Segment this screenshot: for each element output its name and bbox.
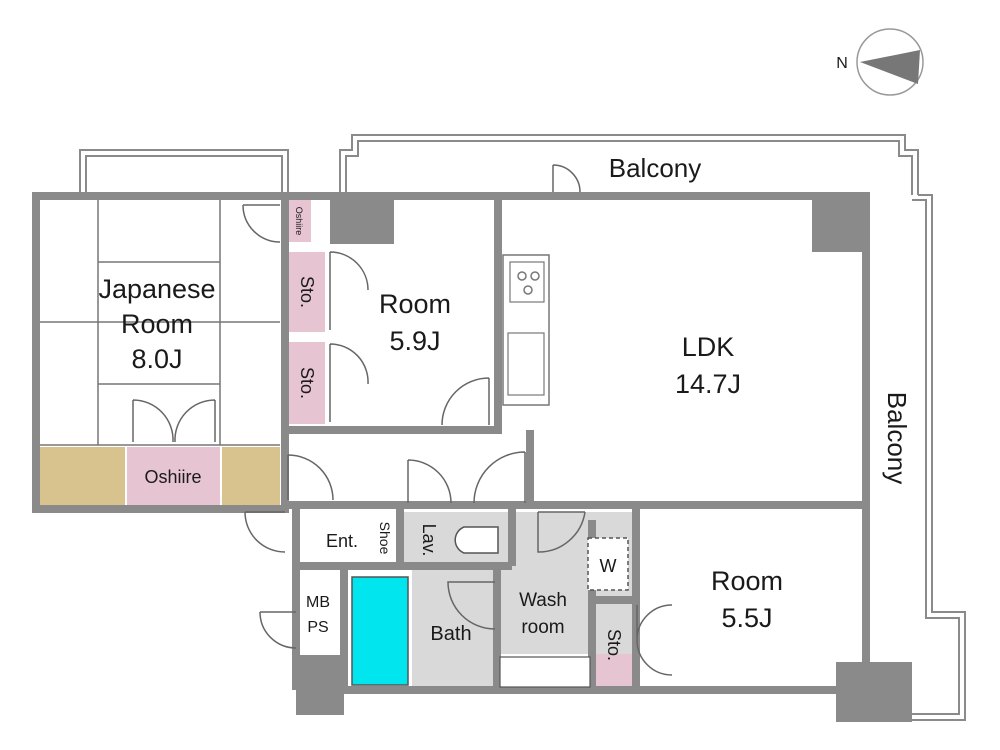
japanese-room-label-1: Japanese (98, 274, 215, 304)
room-a-size: 5.9J (389, 326, 440, 356)
storage-2-label: Sto. (297, 367, 317, 399)
ldk-label: LDK (682, 332, 735, 362)
stove-icon (509, 261, 545, 303)
storage-1-label: Sto. (297, 276, 317, 308)
column (296, 655, 344, 715)
storage-1 (289, 252, 325, 332)
shoe-cabinet-label: Shoe (377, 522, 393, 555)
mbps-label-1: MB (306, 594, 330, 611)
bathroom (412, 570, 496, 688)
washer-space (587, 537, 629, 591)
bath-label: Bath (430, 623, 471, 645)
japanese-room-size: 8.0J (131, 344, 182, 374)
compass: N (836, 28, 924, 96)
wash-room-label-2: room (521, 617, 564, 638)
balcony-top-label: Balcony (609, 153, 702, 183)
room-b-size: 5.5J (721, 603, 772, 633)
doors (132, 164, 673, 676)
ldk-size: 14.7J (675, 369, 741, 399)
balcony-small (79, 149, 289, 195)
compass-north-label: N (836, 55, 848, 72)
kitchen-counter (502, 254, 550, 406)
walls (32, 192, 870, 694)
wash-room-label-1: Wash (519, 590, 567, 611)
oshiire-small-closet (289, 200, 311, 242)
sink-icon (507, 332, 545, 396)
room-b-label: Room (711, 566, 783, 596)
entrance-label: Ent. (326, 531, 358, 551)
column (812, 196, 866, 252)
japanese-room-label-2: Room (121, 309, 193, 339)
column (330, 196, 394, 244)
mbps-label-2: PS (307, 619, 328, 636)
vanity-sink (499, 656, 591, 688)
washer-label: W (600, 556, 617, 576)
storage-2 (289, 342, 325, 424)
tatami-edge-left (40, 447, 125, 505)
toilet-icon (454, 526, 499, 554)
oshiire-closet (127, 447, 220, 505)
balcony-right: Balcony (882, 194, 966, 721)
tatami-lines (40, 200, 280, 446)
bathtub (351, 576, 409, 686)
balcony-top: Balcony (339, 134, 919, 195)
balcony-right-label: Balcony (882, 392, 912, 485)
lavatory-label: Lav. (419, 524, 439, 557)
column (836, 662, 912, 722)
oshiire-label: Oshiire (144, 467, 201, 487)
storage-3-label: Sto. (604, 629, 624, 661)
room-a-label: Room (379, 289, 451, 319)
oshiire-small-label: Oshiire (294, 207, 304, 236)
north-arrow-icon (860, 50, 920, 84)
tatami-edge-right (222, 447, 280, 505)
